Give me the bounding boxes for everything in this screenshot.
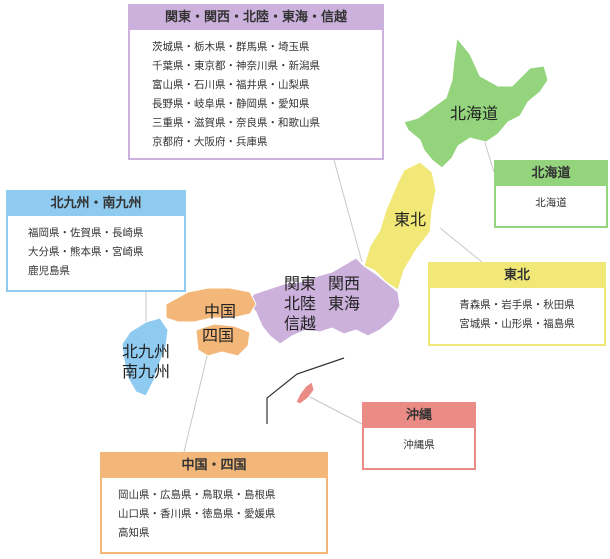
box-kanto-title: 関東・関西・北陸・東海・信越 — [130, 6, 382, 30]
map-label-chugoku: 中国 — [204, 302, 237, 321]
region-tohoku — [363, 161, 437, 291]
map-label-kansai-line2: 東海 — [328, 294, 361, 313]
box-kanto-line: 富山県・石川県・福井県・山梨県 — [152, 79, 310, 91]
box-kanto: 関東・関西・北陸・東海・信越 茨城県・栃木県・群馬県・埼玉県 千葉県・東京都・神… — [128, 4, 384, 160]
box-chugoku-body: 岡山県・広島県・鳥取県・島根県 山口県・香川県・徳島県・愛媛県 高知県 — [102, 478, 326, 551]
region-chugoku — [165, 287, 257, 323]
leader-lines — [145, 119, 495, 453]
box-kanto-line: 千葉県・東京都・神奈川県・新潟県 — [152, 60, 320, 72]
map-label-kansai: 関西 東海 — [328, 274, 360, 314]
region-kyushu — [121, 317, 169, 397]
box-kyushu-line: 大分県・熊本県・宮崎県 — [28, 246, 144, 258]
box-kyushu: 北九州・南九州 福岡県・佐賀県・長崎県 大分県・熊本県・宮崎県 鹿児島県 — [6, 190, 186, 292]
map-label-kanto-line3: 信越 — [284, 314, 317, 333]
box-tohoku-line: 宮城県・山形県・福島県 — [459, 318, 575, 330]
map-label-kanto-line1: 関東 — [284, 274, 317, 293]
box-kanto-body: 茨城県・栃木県・群馬県・埼玉県 千葉県・東京都・神奈川県・新潟県 富山県・石川県… — [130, 30, 382, 160]
box-kanto-line: 三重県・滋賀県・奈良県・和歌山県 — [152, 117, 320, 129]
box-kanto-line: 茨城県・栃木県・群馬県・埼玉県 — [152, 41, 310, 53]
box-kyushu-line: 福岡県・佐賀県・長崎県 — [28, 227, 144, 239]
box-hokkaido-body: 北海道 — [496, 186, 606, 221]
okinawa-inset-frame — [266, 357, 345, 424]
map-label-shikoku: 四国 — [202, 326, 235, 345]
map-label-hokkaido: 北海道 — [450, 104, 499, 123]
box-chugoku-line: 山口県・香川県・徳島県・愛媛県 — [118, 508, 276, 520]
box-chugoku-line: 岡山県・広島県・鳥取県・島根県 — [118, 489, 276, 501]
map-label-kyushu: 北九州 南九州 — [122, 342, 170, 382]
box-hokkaido-title: 北海道 — [496, 162, 606, 186]
region-hokkaido — [403, 36, 549, 169]
leader-chugoku — [183, 351, 209, 453]
map-label-tohoku: 東北 — [394, 210, 427, 229]
box-okinawa: 沖縄 沖縄県 — [362, 402, 476, 470]
box-chugoku: 中国・四国 岡山県・広島県・鳥取県・島根県 山口県・香川県・徳島県・愛媛県 高知… — [100, 452, 328, 554]
box-hokkaido-line: 北海道 — [535, 197, 567, 209]
map-label-kanto: 関東 北陸 信越 — [284, 274, 316, 334]
map-label-kansai-line1: 関西 — [328, 274, 361, 293]
leader-tohoku — [439, 227, 483, 263]
map-label-kyushu-line2: 南九州 — [122, 362, 171, 381]
box-tohoku-title: 東北 — [430, 264, 604, 288]
box-chugoku-line: 高知県 — [118, 527, 150, 539]
leader-kanto — [333, 159, 363, 263]
box-kyushu-body: 福岡県・佐賀県・長崎県 大分県・熊本県・宮崎県 鹿児島県 — [8, 216, 184, 289]
box-okinawa-line: 沖縄県 — [403, 439, 435, 451]
box-tohoku: 東北 青森県・岩手県・秋田県 宮城県・山形県・福島県 — [428, 262, 606, 346]
box-tohoku-body: 青森県・岩手県・秋田県 宮城県・山形県・福島県 — [430, 288, 604, 342]
map-label-kanto-line2: 北陸 — [284, 294, 317, 313]
region-okinawa — [295, 381, 315, 405]
box-okinawa-body: 沖縄県 — [364, 428, 474, 463]
map-label-kyushu-line1: 北九州 — [122, 342, 171, 361]
box-tohoku-line: 青森県・岩手県・秋田県 — [459, 299, 575, 311]
leader-okinawa — [307, 395, 363, 425]
region-shikoku — [195, 323, 251, 357]
box-kyushu-line: 鹿児島県 — [28, 265, 70, 277]
box-kanto-line: 長野県・岐阜県・静岡県・愛知県 — [152, 98, 310, 110]
box-kyushu-title: 北九州・南九州 — [8, 192, 184, 216]
region-kanto-kansai — [247, 257, 401, 345]
box-chugoku-title: 中国・四国 — [102, 454, 326, 478]
box-okinawa-title: 沖縄 — [364, 404, 474, 428]
box-kanto-line: 京都府・大阪府・兵庫県 — [152, 136, 268, 148]
box-hokkaido: 北海道 北海道 — [494, 160, 608, 228]
